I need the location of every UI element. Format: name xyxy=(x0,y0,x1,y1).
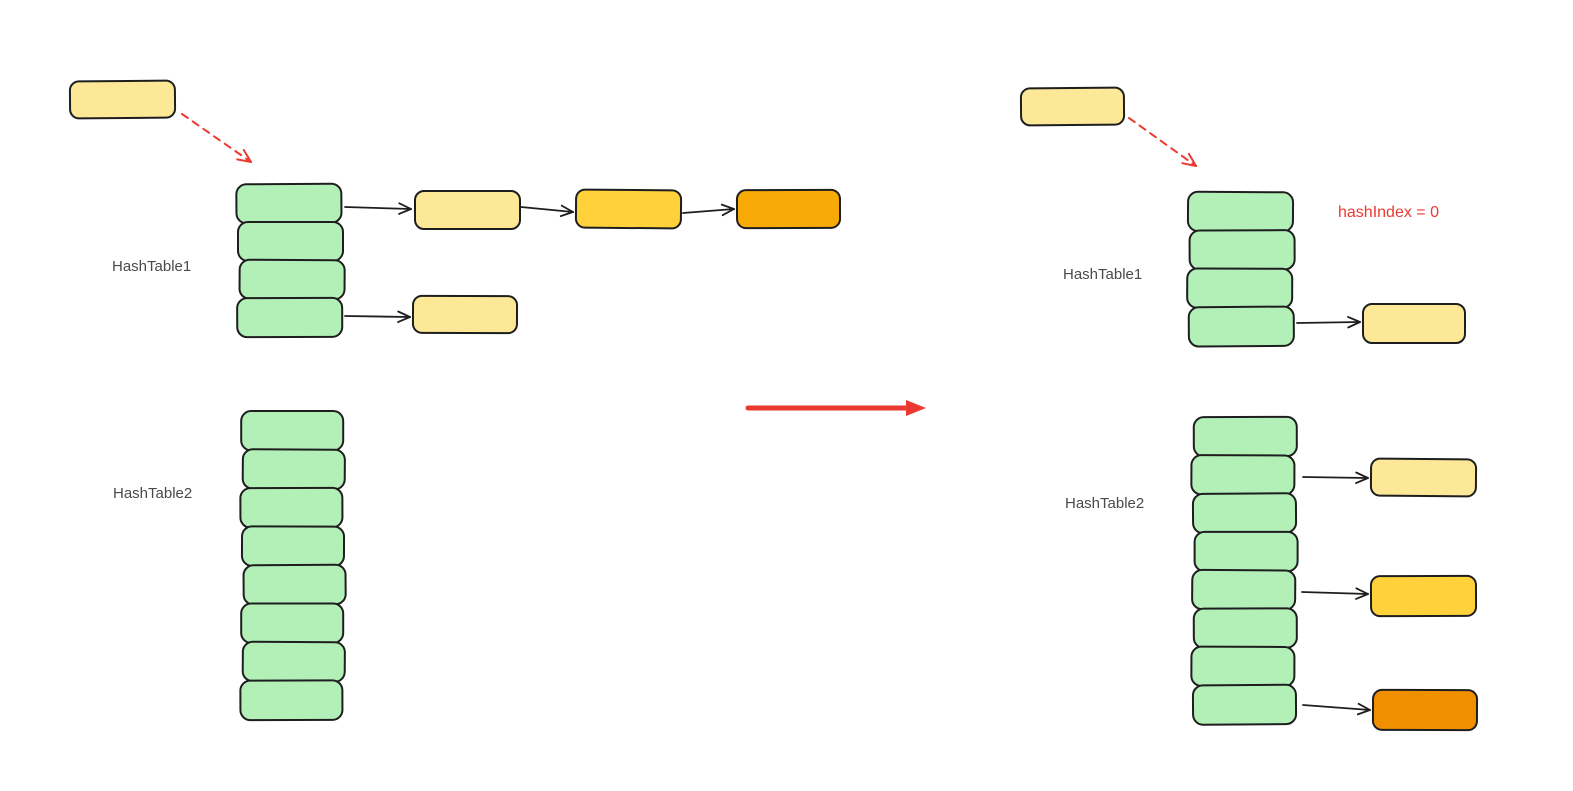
arrow-head xyxy=(1347,315,1361,323)
right-ht2-row8-node xyxy=(1371,688,1479,732)
edge-right-ht1r4-to-node xyxy=(1296,315,1361,329)
arrow-head xyxy=(1355,593,1369,600)
edge-key-to-left-ht1 xyxy=(181,113,252,163)
right-ht2-row2-node xyxy=(1369,457,1478,498)
hash-cell xyxy=(1190,454,1296,496)
hash-cell xyxy=(242,563,347,606)
right-hashtable2 xyxy=(1190,415,1299,726)
arrow-head xyxy=(721,208,735,217)
edge-left-ht1r4-to-node xyxy=(344,310,411,324)
right-ht2-row5-node xyxy=(1369,574,1478,618)
hash-cell xyxy=(239,486,344,529)
chain-row4-node1 xyxy=(411,294,519,335)
arrow-head xyxy=(398,208,412,215)
labels-layer: HashTable1 HashTable2 HashTable1 HashTab… xyxy=(112,204,1439,512)
edge-rehash-transform xyxy=(745,400,926,416)
hash-cell xyxy=(236,296,344,339)
edge-left-ht1r1-to-node1 xyxy=(344,202,412,215)
arrow-head xyxy=(1181,162,1197,167)
hash-cell xyxy=(1190,645,1296,688)
edge-node1-to-node2 xyxy=(520,204,574,218)
right-ht1-row4-node xyxy=(1362,303,1466,344)
hash-cell xyxy=(1192,607,1298,649)
edge-node2-to-node3 xyxy=(682,203,735,217)
right-hashtable2-label: HashTable2 xyxy=(1065,495,1144,512)
arrow-head xyxy=(397,316,411,324)
arrow-line xyxy=(344,206,412,210)
edge-right-ht2r2-to-node xyxy=(1302,471,1369,485)
arrow-line xyxy=(1302,704,1371,711)
edge-right-ht2r5-to-node xyxy=(1301,587,1369,600)
hash-cell xyxy=(240,410,345,452)
arrow-head xyxy=(1355,477,1369,485)
hash-cell xyxy=(240,525,346,568)
arrow-head xyxy=(559,211,574,218)
edges-layer xyxy=(181,113,1371,716)
arrow-head xyxy=(1187,152,1197,167)
left-hashtable1 xyxy=(235,182,346,339)
hash-cell xyxy=(1191,492,1298,535)
arrow-head xyxy=(1355,471,1369,479)
arrow-head xyxy=(242,149,252,163)
hash-cell xyxy=(1193,530,1299,573)
arrow-line xyxy=(1302,476,1369,479)
edge-right-ht2r8-to-node xyxy=(1302,702,1371,716)
hash-cell xyxy=(1192,415,1298,458)
chain-row1-node2 xyxy=(574,188,683,230)
left-hashtable2 xyxy=(239,410,347,722)
hash-cell xyxy=(1186,190,1295,233)
hash-cell xyxy=(1187,305,1295,348)
key-node-right xyxy=(1019,86,1126,127)
hash-cell xyxy=(1188,229,1296,271)
arrow-line xyxy=(1128,117,1197,167)
hash-cell xyxy=(238,258,346,301)
hash-cell xyxy=(1186,267,1294,310)
arrow-line xyxy=(344,315,411,318)
arrow-head xyxy=(1347,321,1361,329)
arrow-line xyxy=(520,206,574,213)
hash-cell xyxy=(237,221,344,262)
arrow-head xyxy=(560,204,574,213)
arrow-line xyxy=(1296,321,1361,324)
hash-index-note: hashIndex = 0 xyxy=(1338,204,1439,221)
hash-cell xyxy=(241,448,346,491)
hash-cell xyxy=(1191,683,1298,726)
key-node-left xyxy=(68,79,177,120)
arrow-head xyxy=(236,158,252,163)
edge-key-to-right-ht1 xyxy=(1128,117,1197,167)
arrow-head xyxy=(1355,587,1369,595)
hash-cell xyxy=(240,602,345,644)
shapes-layer xyxy=(68,79,1479,732)
right-hashtable1 xyxy=(1186,190,1296,348)
arrow-head xyxy=(1357,702,1371,711)
hash-cell xyxy=(241,640,346,683)
hash-cell xyxy=(235,182,343,225)
hash-cell xyxy=(1191,568,1297,611)
arrow-line xyxy=(1301,591,1369,595)
chain-row1-node1 xyxy=(414,190,521,230)
arrow-head xyxy=(720,203,735,210)
left-hashtable1-label: HashTable1 xyxy=(112,258,191,275)
arrow-head xyxy=(1356,709,1371,716)
arrow-head xyxy=(398,202,412,210)
hash-cell xyxy=(239,679,344,722)
arrow-line xyxy=(682,208,735,214)
arrow-head xyxy=(906,400,926,416)
arrow-head xyxy=(397,310,411,318)
left-hashtable2-label: HashTable2 xyxy=(113,485,192,502)
arrow-line xyxy=(181,113,252,163)
chain-row1-node3 xyxy=(735,188,842,230)
right-hashtable1-label: HashTable1 xyxy=(1063,266,1142,283)
